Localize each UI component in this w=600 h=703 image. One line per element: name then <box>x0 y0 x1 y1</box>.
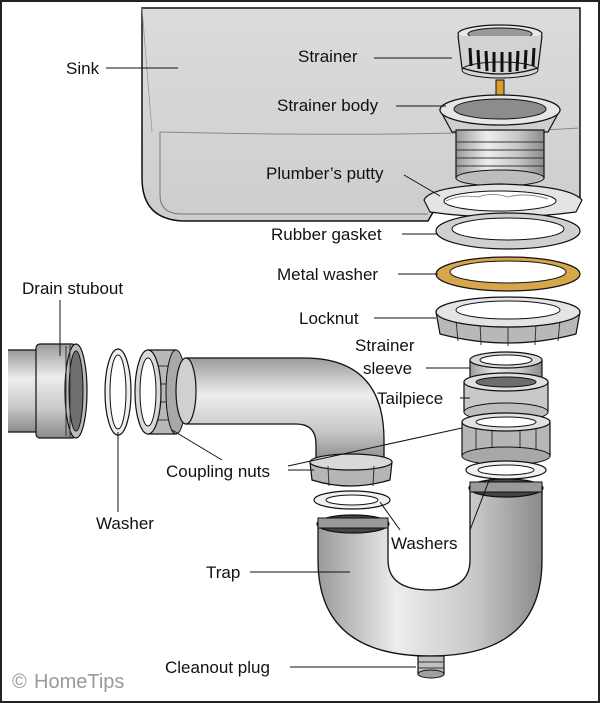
watermark: © HomeTips <box>12 671 124 693</box>
label-strainer: Strainer <box>298 47 358 66</box>
label-strainer-body: Strainer body <box>277 96 379 115</box>
label-cleanout-plug: Cleanout plug <box>165 658 270 677</box>
label-washers: Washers <box>391 534 457 553</box>
label-strainer-sleeve-line1: Strainer <box>355 336 415 355</box>
metal-washer <box>435 256 581 292</box>
trap-washer <box>313 490 391 510</box>
u-trap <box>316 478 544 657</box>
locknut <box>435 296 581 346</box>
cleanout-plug <box>417 655 445 679</box>
leader-lines <box>59 57 491 668</box>
label-coupling-nuts: Coupling nuts <box>166 462 270 481</box>
copyright-icon: © <box>12 671 27 693</box>
strainer-body <box>438 94 562 187</box>
label-locknut: Locknut <box>299 309 359 328</box>
rubber-gasket <box>435 212 581 250</box>
labels: Sink Strainer Strainer body Plumber’s pu… <box>22 47 457 677</box>
trap-arm-elbow <box>175 357 385 463</box>
label-rubber-gasket: Rubber gasket <box>271 225 382 244</box>
label-washer: Washer <box>96 514 154 533</box>
plumbers-putty <box>423 183 583 218</box>
label-drain-stubout: Drain stubout <box>22 279 123 298</box>
tailpiece-coupling-nut <box>461 412 551 466</box>
watermark-text: HomeTips <box>34 671 124 693</box>
label-plumbers-putty: Plumber’s putty <box>266 164 384 183</box>
coupling-nut-horizontal <box>134 349 187 435</box>
label-trap: Trap <box>206 563 240 582</box>
strainer-basket <box>457 24 543 103</box>
label-metal-washer: Metal washer <box>277 265 378 284</box>
label-sink: Sink <box>66 59 100 78</box>
label-strainer-sleeve-line2: sleeve <box>363 359 412 378</box>
tailpiece-washer <box>465 460 547 480</box>
washer-horizontal <box>104 348 132 436</box>
label-tailpiece: Tailpiece <box>377 389 443 408</box>
trap-arm-coupling-nut <box>309 453 393 487</box>
drain-stubout <box>8 343 88 439</box>
